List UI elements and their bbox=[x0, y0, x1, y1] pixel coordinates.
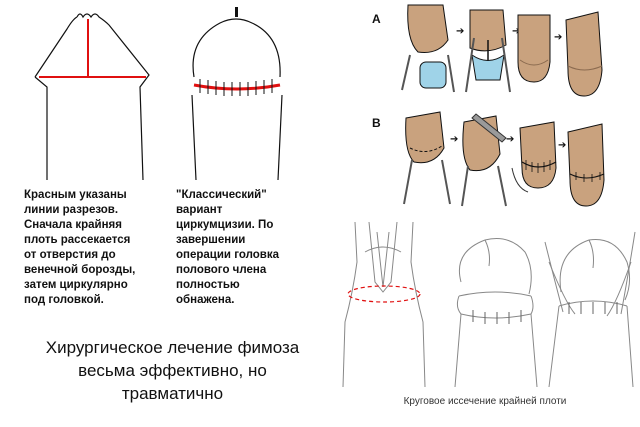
sketch-3 bbox=[544, 231, 636, 388]
panel-letter-b: B bbox=[372, 116, 381, 130]
step-a3 bbox=[517, 14, 551, 83]
svg-text:➔: ➔ bbox=[506, 134, 514, 145]
sketch-2 bbox=[454, 238, 538, 388]
glans-outline bbox=[192, 18, 281, 78]
shaft-outline bbox=[191, 94, 283, 181]
step-a4 bbox=[565, 11, 603, 97]
procedure-illustration-a: ➔ ➔ ➔ bbox=[401, 4, 603, 97]
step-b1 bbox=[403, 111, 451, 205]
step-b3 bbox=[511, 121, 557, 193]
diagram-classic-circumcision bbox=[191, 7, 283, 181]
step-b2 bbox=[461, 113, 507, 207]
circular-excision-sketches bbox=[342, 221, 636, 388]
step-a2 bbox=[465, 9, 511, 93]
main-caption: Хирургическое лечение фимоза весьма эффе… bbox=[45, 338, 300, 403]
step-b4 bbox=[567, 123, 605, 207]
step-a1 bbox=[401, 4, 455, 93]
diagram-outline bbox=[34, 13, 150, 181]
caption-incision-lines: Красным указаны линии разрезов. Сначала … bbox=[24, 189, 136, 306]
suture-stitches bbox=[199, 79, 273, 96]
caption-classic-circumcision: "Классический" вариант циркумцизии. По з… bbox=[176, 189, 279, 306]
svg-text:➔: ➔ bbox=[554, 32, 562, 43]
diagram-incision-lines bbox=[34, 13, 150, 181]
circular-excision-caption: Круговое иссечение крайней плоти bbox=[403, 396, 567, 407]
svg-text:➔: ➔ bbox=[456, 26, 464, 37]
svg-text:➔: ➔ bbox=[450, 134, 458, 145]
meatus-mark bbox=[235, 7, 238, 17]
procedure-illustration-b: ➔ ➔ ➔ bbox=[403, 111, 605, 207]
panel-letter-a: A bbox=[372, 12, 381, 26]
sketch-1 bbox=[342, 221, 426, 388]
svg-text:➔: ➔ bbox=[558, 140, 566, 151]
svg-text:➔: ➔ bbox=[512, 26, 520, 37]
suture-line bbox=[193, 83, 281, 91]
